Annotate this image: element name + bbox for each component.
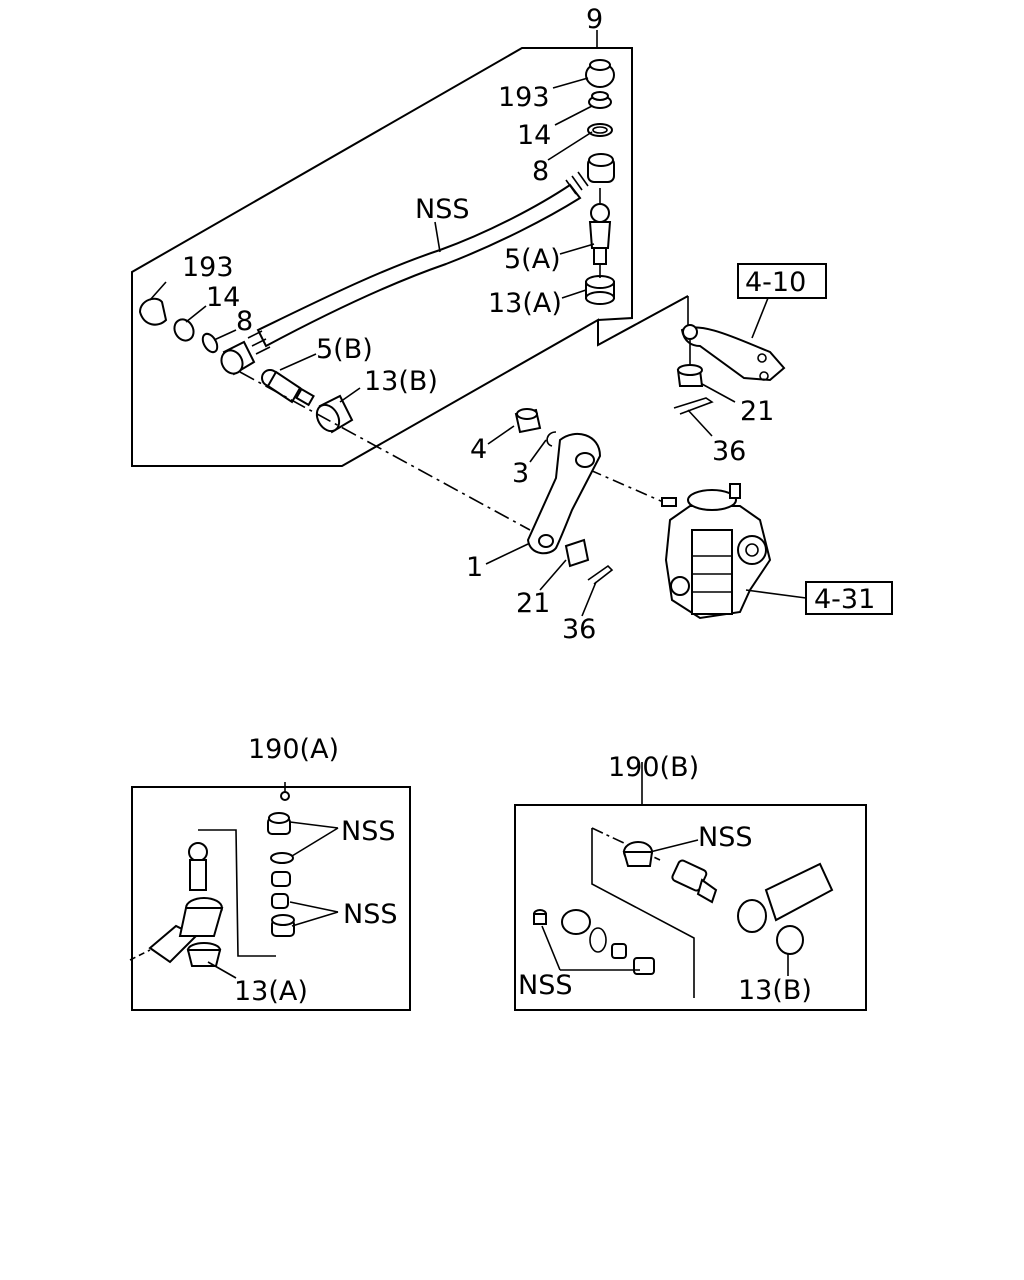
leader-lines — [149, 30, 671, 531]
detail-190a-frame — [131, 786, 411, 1011]
label-8-top: 8 — [532, 156, 549, 187]
label-5a: 5(A) — [504, 244, 561, 275]
ball-stud-5a — [588, 203, 612, 265]
nut-21-bottom — [564, 538, 590, 568]
seat-8-left — [201, 332, 219, 354]
callout-labels: 9 193 14 8 NSS 5(A) 13(A) 193 14 8 5(B) … — [182, 4, 875, 1007]
lock-washer-3 — [546, 431, 557, 447]
spring-14-top — [588, 91, 612, 109]
spring-14-left — [173, 318, 195, 342]
cotter-pin-36-top — [673, 397, 714, 415]
idler-arm-bracket — [680, 324, 786, 382]
label-nss-a-1: NSS — [341, 816, 395, 847]
label-9: 9 — [586, 4, 603, 35]
detail-190a-parts — [129, 782, 339, 979]
nut-21-top — [676, 364, 704, 387]
steering-gear-box — [661, 483, 772, 620]
socket-end-top — [587, 153, 615, 183]
label-4-31: 4-31 — [814, 584, 875, 615]
detail-190b-parts — [533, 762, 834, 998]
detail-190b-frame — [514, 804, 867, 1011]
label-nss-tube: NSS — [415, 194, 469, 225]
ref-box-4-10 — [737, 263, 827, 299]
label-193-top: 193 — [498, 82, 550, 113]
label-nss-b-1: NSS — [698, 822, 752, 853]
label-13b-detail: 13(B) — [738, 975, 812, 1006]
ball-stud-5b — [261, 369, 315, 407]
label-nss-b-2: NSS — [518, 970, 572, 1001]
socket-end-left — [220, 340, 256, 376]
label-190a: 190(A) — [248, 734, 339, 765]
pitman-arm — [526, 432, 602, 555]
label-1: 1 — [466, 552, 483, 583]
dust-cap-193-top — [585, 59, 615, 88]
boot-13a — [585, 275, 615, 305]
label-4-10: 4-10 — [745, 267, 806, 298]
label-3: 3 — [512, 458, 529, 489]
label-190b: 190(B) — [608, 752, 699, 783]
label-36-bottom: 36 — [562, 614, 596, 645]
label-13a-detail: 13(A) — [234, 976, 308, 1007]
label-21-top: 21 — [740, 396, 774, 427]
label-36-top: 36 — [712, 436, 746, 467]
label-8-left: 8 — [236, 306, 253, 337]
label-21-bottom: 21 — [516, 588, 550, 619]
drag-link-tube — [247, 171, 589, 355]
seat-8-top — [587, 123, 613, 137]
label-13b: 13(B) — [364, 366, 438, 397]
label-14-top: 14 — [517, 120, 551, 151]
cotter-pin-36-bottom — [587, 564, 614, 585]
nut-4 — [514, 408, 542, 434]
dust-cap-193-left — [138, 297, 168, 326]
label-nss-a-2: NSS — [343, 899, 397, 930]
label-4: 4 — [470, 434, 487, 465]
label-5b: 5(B) — [316, 334, 373, 365]
boot-13b — [315, 394, 354, 434]
label-13a: 13(A) — [488, 288, 562, 319]
label-193-left: 193 — [182, 252, 234, 283]
label-14-left: 14 — [206, 282, 240, 313]
